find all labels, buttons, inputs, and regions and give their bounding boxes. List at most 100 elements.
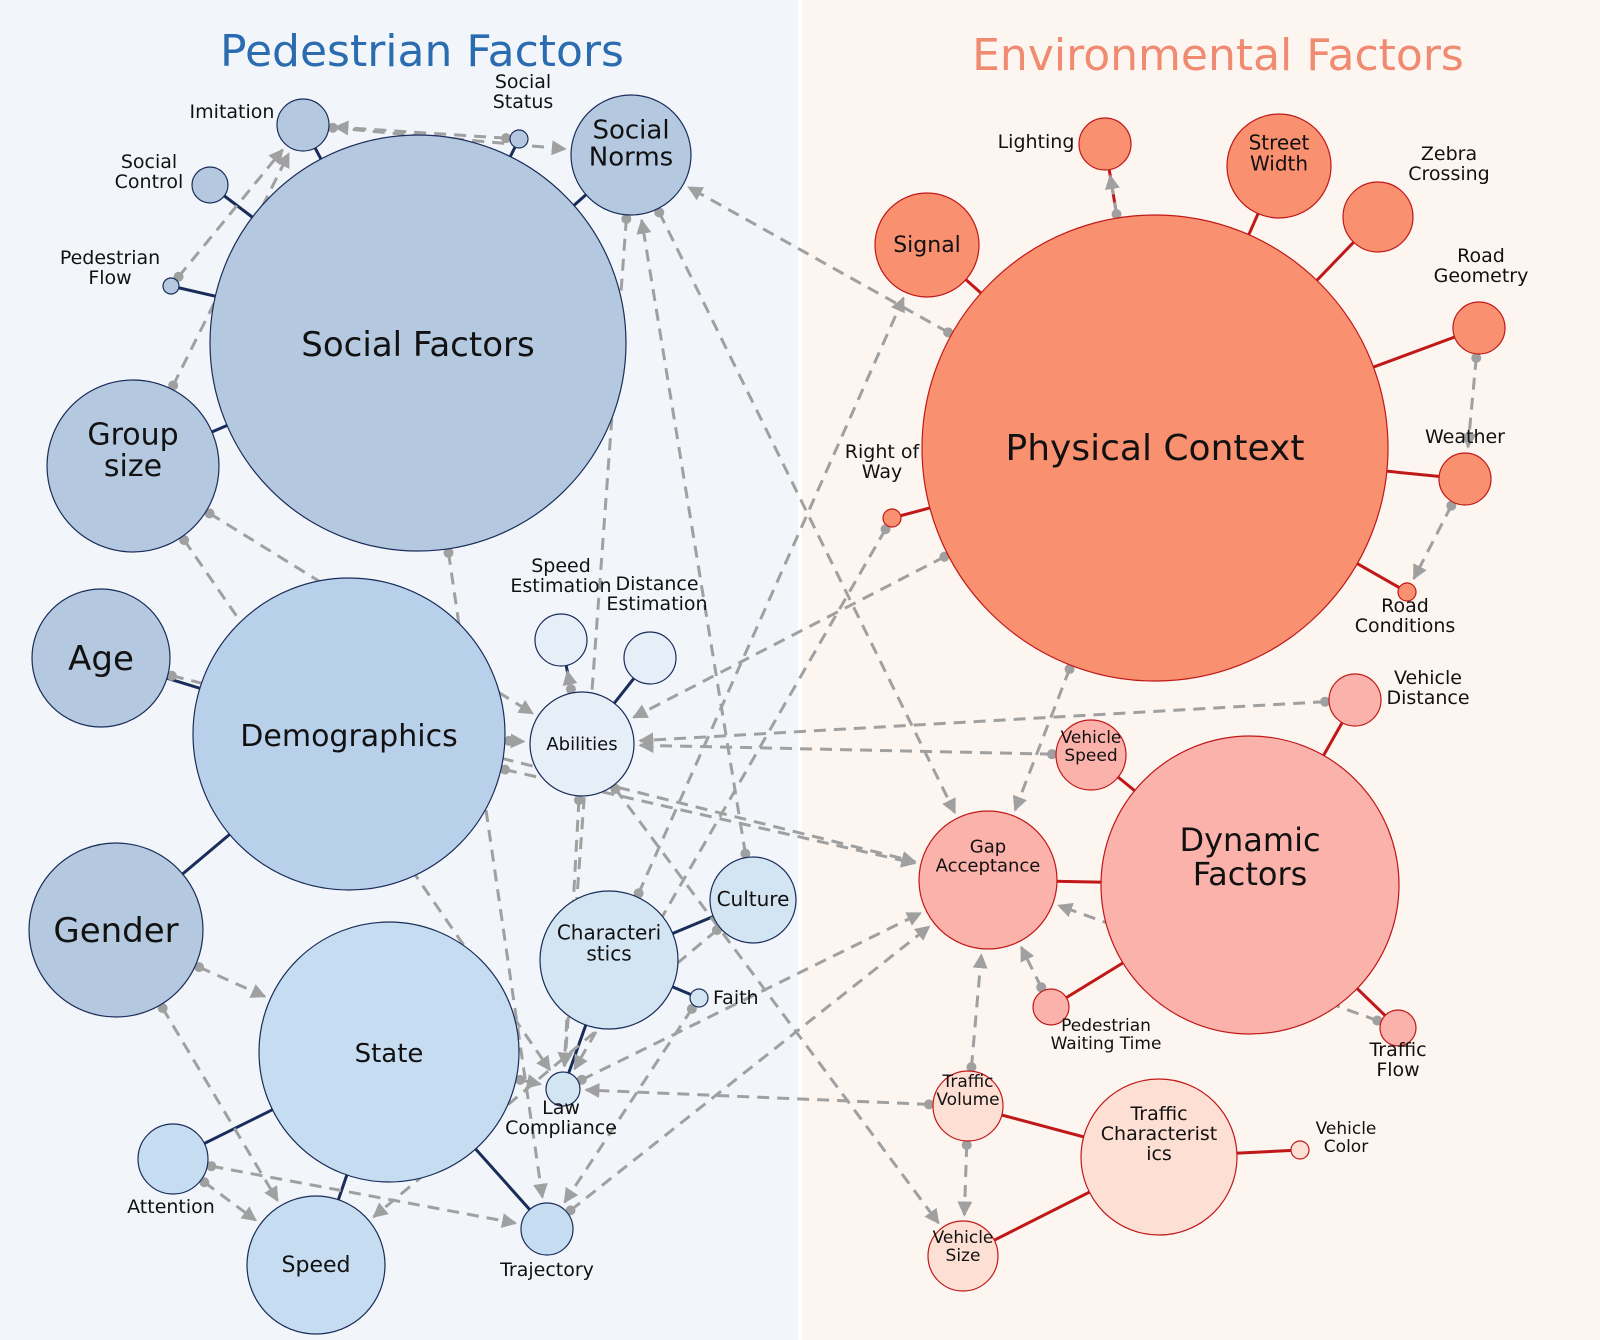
influence-link-social_status-imitation [333, 120, 507, 140]
node-traffic-volume [932, 1070, 1004, 1142]
influence-link-origin-dot [939, 551, 950, 562]
influence-link-physical_context-abilities [632, 555, 946, 719]
influence-link-culture-social_norms [636, 218, 747, 854]
influence-link-origin-dot [1471, 352, 1482, 363]
influence-link-origin-dot [880, 524, 891, 535]
influence-link-pedestrian_waiting_time-gap_acceptance [1019, 945, 1043, 988]
node-social-control [191, 166, 229, 204]
node-physical-context [921, 214, 1389, 682]
influence-link-origin-dot [166, 670, 177, 681]
node-demographics [192, 577, 506, 891]
influence-link-origin-dot [499, 764, 510, 775]
node-attention [137, 1123, 209, 1195]
node-dynamic-factors [1100, 735, 1400, 1035]
influence-link-origin-dot [961, 1139, 972, 1150]
influence-link-culture-speed [372, 928, 718, 1219]
influence-link-origin-dot [1047, 749, 1058, 760]
influence-link-abilities-vehicle_size [614, 788, 940, 1225]
node-circles [28, 94, 1506, 1335]
influence-link-physical_context-gap_acceptance [1012, 668, 1071, 812]
influence-link-trajectory-gap_acceptance [569, 925, 931, 1212]
influence-link-vehicle_speed-abilities [638, 738, 1053, 756]
influence-link-origin-dot [206, 1161, 217, 1172]
influence-link-origin-dot [924, 1099, 935, 1110]
influence-link-physical_context-lighting [1104, 174, 1120, 215]
influence-link-characteristics-signal [637, 296, 905, 894]
influence-link-origin-dot [1446, 500, 1457, 511]
label-social-factors: Social Factors [301, 325, 534, 365]
label-trajectory: Trajectory [499, 1259, 594, 1281]
label-culture: Culture [717, 887, 790, 911]
influence-link-origin-dot [573, 794, 584, 805]
node-imitation [276, 98, 330, 152]
node-social-factors [209, 134, 627, 552]
influence-link-right_of_way-law_compliance [573, 528, 887, 1071]
node-speed [246, 1195, 386, 1335]
influence-link-origin-dot [633, 888, 644, 899]
influence-link-origin-dot [515, 1074, 526, 1085]
influence-link-pedestrian_flow-imitation [177, 148, 284, 278]
influence-link-traffic_volume-law_compliance [584, 1083, 930, 1106]
node-zebra-crossing [1342, 181, 1414, 253]
influence-link-weather-road_conditions [1412, 505, 1453, 580]
node-pedestrian-waiting-time [1032, 988, 1070, 1026]
node-age [31, 588, 171, 728]
influence-link-origin-dot [576, 1074, 587, 1085]
pedestrian-panel-title: Pedestrian Factors [220, 26, 624, 77]
influence-link-vehicle_distance-abilities [638, 700, 1326, 748]
influence-link-origin-dot [565, 684, 576, 695]
node-trajectory [520, 1202, 574, 1256]
influence-link-origin-dot [966, 1062, 977, 1073]
node-traffic-characteristics [1080, 1078, 1238, 1236]
node-traffic-flow [1379, 1009, 1417, 1047]
label-demographics: Demographics [240, 719, 457, 754]
influence-link-origin-dot [1320, 696, 1331, 707]
node-lighting [1078, 117, 1132, 171]
influence-link-abilities-law_compliance [557, 799, 581, 1068]
node-speed-estimation [534, 613, 588, 667]
node-road-geometry [1452, 301, 1506, 355]
node-faith [689, 988, 709, 1008]
label-physical-context: Physical Context [1006, 428, 1305, 469]
influence-link-origin-dot [1036, 982, 1047, 993]
node-culture [709, 856, 797, 944]
influence-link-origin-dot [740, 848, 751, 859]
node-vehicle-size [927, 1220, 999, 1292]
influence-link-gender-state [198, 965, 267, 998]
node-vehicle-speed [1055, 719, 1127, 791]
node-right-of-way [882, 508, 902, 528]
influence-link-attention-trajectory [211, 1164, 518, 1229]
node-state [258, 921, 520, 1183]
influence-link-origin-dot [194, 962, 205, 973]
influence-link-gender-speed [161, 1007, 279, 1202]
label-state: State [355, 1039, 424, 1069]
influence-link-origin-dot [443, 547, 454, 558]
node-vehicle-color [1290, 1140, 1310, 1160]
label-gender: Gender [53, 911, 178, 951]
node-road-conditions [1397, 582, 1417, 602]
label-imitation: Imitation [190, 101, 275, 123]
influence-link-origin-dot [503, 735, 514, 746]
node-gap-acceptance [918, 810, 1058, 950]
label-lighting: Lighting [998, 131, 1075, 153]
